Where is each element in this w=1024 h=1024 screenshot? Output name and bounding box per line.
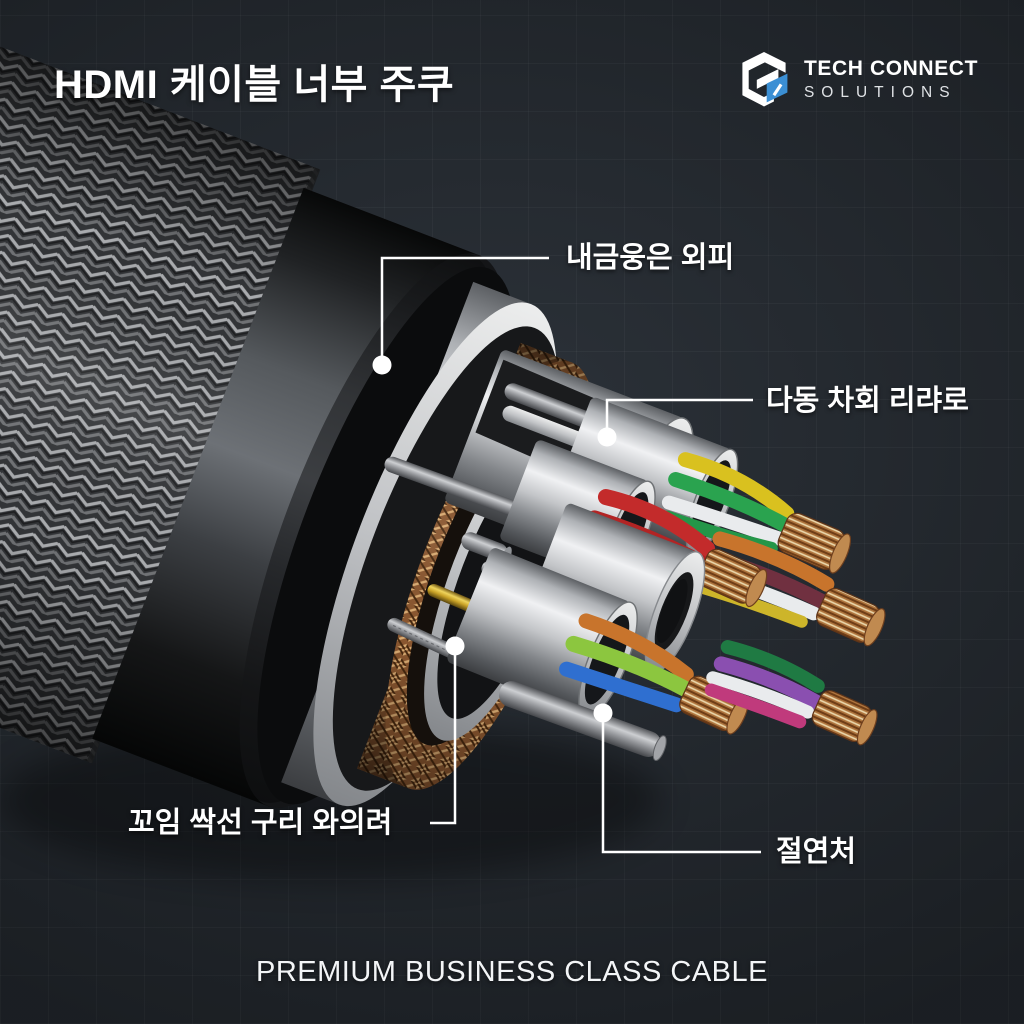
brand-logo: TECH CONNECT SOLUTIONS (737, 50, 978, 108)
copper-strand-tip (816, 587, 886, 647)
twisted-pair-violet (704, 640, 878, 746)
leader-dot-multi-core (597, 427, 617, 447)
leader-dot-outer-jacket (372, 355, 392, 375)
twisted-pair-rgb (447, 548, 749, 735)
brand-name: TECH CONNECT (803, 56, 978, 80)
callout-twisted-copper: 꼬임 싹선 구리 와의려 (128, 807, 393, 839)
leader-insulation (601, 713, 761, 854)
leader-dot-twisted-copper (445, 636, 465, 656)
insulation-rod (498, 681, 667, 761)
callout-multi-core: 다동 차회 리랴로 (766, 385, 969, 417)
leader-outer-jacket (380, 256, 549, 365)
copper-strand-tip (811, 690, 878, 746)
footer-tagline: PREMIUM BUSINESS CLASS CABLE (256, 956, 768, 988)
callout-outer-jacket: 내금웅은 외피 (566, 242, 735, 274)
brand-subtitle: SOLUTIONS (803, 83, 957, 101)
leader-multi-core (605, 398, 753, 437)
callout-insulation: 절연처 (776, 836, 857, 868)
leader-twisted-copper (430, 646, 457, 825)
leader-dot-insulation (593, 703, 613, 723)
page-title: HDMI 케이블 너부 주쿠 (54, 63, 455, 107)
copper-strand-tip (777, 512, 852, 574)
brand-logo-icon (742, 52, 788, 107)
